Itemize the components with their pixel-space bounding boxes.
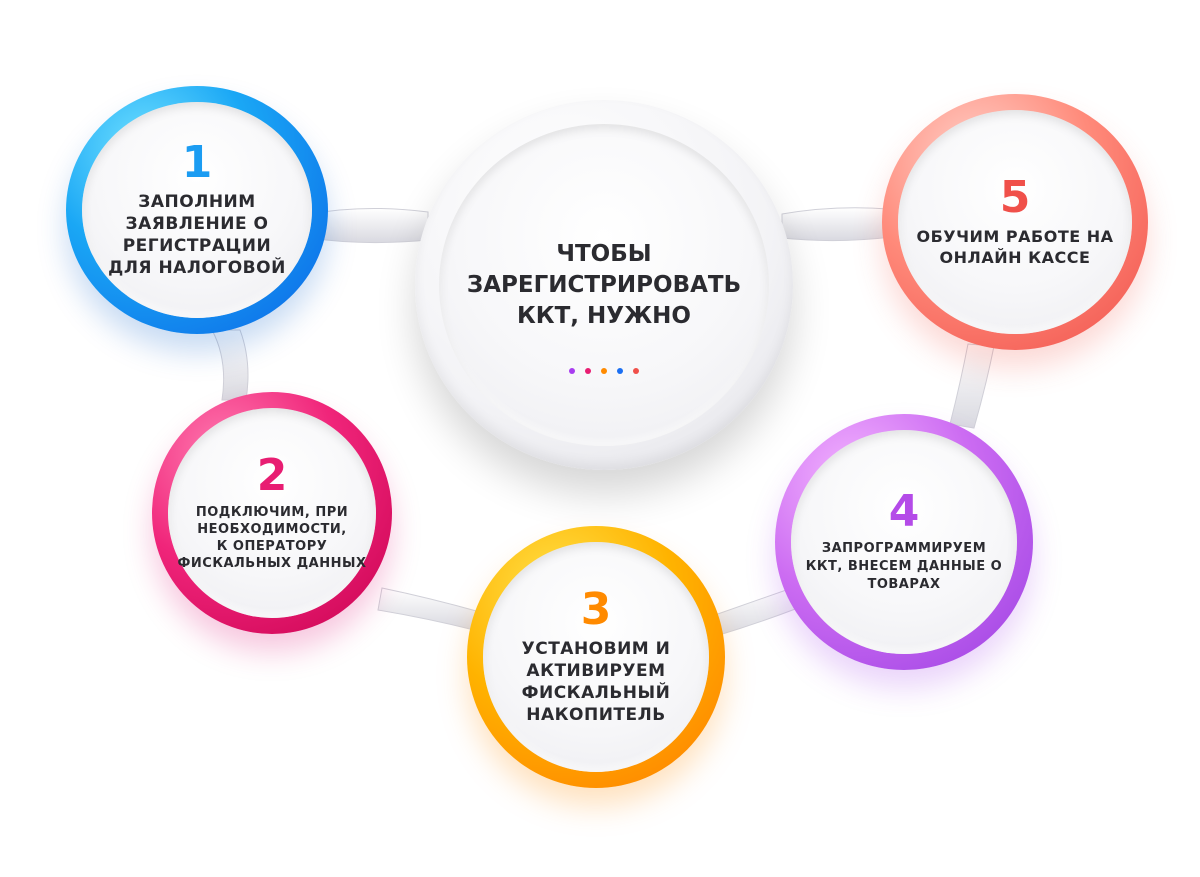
center-face: ЧТОБЫ ЗАРЕГИСТРИРОВАТЬ ККТ, НУЖНО <box>439 124 769 446</box>
dot <box>601 368 607 374</box>
step-2-text: ПОДКЛЮЧИМ, ПРИ НЕОБХОДИМОСТИ, К ОПЕРАТОР… <box>177 505 367 571</box>
dot <box>585 368 591 374</box>
dot <box>633 368 639 374</box>
center-dots <box>439 368 769 374</box>
step-3-text: УСТАНОВИМ И АКТИВИРУЕМ ФИСКАЛЬНЫЙ НАКОПИ… <box>521 639 671 725</box>
step-4-face: 4 ЗАПРОГРАММИРУЕМ ККТ, ВНЕСЕМ ДАННЫЕ О Т… <box>791 430 1017 654</box>
step-1-face: 1 ЗАПОЛНИМ ЗАЯВЛЕНИЕ О РЕГИСТРАЦИИ ДЛЯ Н… <box>82 102 312 318</box>
step-1-text: ЗАПОЛНИМ ЗАЯВЛЕНИЕ О РЕГИСТРАЦИИ ДЛЯ НАЛ… <box>108 192 286 278</box>
step-4-number: 4 <box>888 486 920 537</box>
step-4-circle: 4 ЗАПРОГРАММИРУЕМ ККТ, ВНЕСЕМ ДАННЫЕ О Т… <box>775 414 1033 670</box>
connector-1-2 <box>211 329 249 401</box>
connector-2-3 <box>377 587 481 631</box>
step-1-circle: 1 ЗАПОЛНИМ ЗАЯВЛЕНИЕ О РЕГИСТРАЦИИ ДЛЯ Н… <box>66 86 328 334</box>
center-circle: ЧТОБЫ ЗАРЕГИСТРИРОВАТЬ ККТ, НУЖНО <box>415 100 793 470</box>
connector-5-4 <box>949 343 995 429</box>
step-5-number: 5 <box>999 172 1031 223</box>
step-5-text: ОБУЧИМ РАБОТЕ НА ОНЛАЙН КАССЕ <box>916 227 1114 267</box>
step-3-circle: 3 УСТАНОВИМ И АКТИВИРУЕМ ФИСКАЛЬНЫЙ НАКО… <box>467 526 725 788</box>
step-3-face: 3 УСТАНОВИМ И АКТИВИРУЕМ ФИСКАЛЬНЫЙ НАКО… <box>483 542 709 772</box>
dot <box>569 368 575 374</box>
dot <box>617 368 623 374</box>
step-2-number: 2 <box>256 450 288 501</box>
step-5-face: 5 ОБУЧИМ РАБОТЕ НА ОНЛАЙН КАССЕ <box>898 110 1132 334</box>
step-1-number: 1 <box>181 137 213 188</box>
step-2-circle: 2 ПОДКЛЮЧИМ, ПРИ НЕОБХОДИМОСТИ, К ОПЕРАТ… <box>152 392 392 634</box>
center-title: ЧТОБЫ ЗАРЕГИСТРИРОВАТЬ ККТ, НУЖНО <box>466 240 742 329</box>
step-4-text: ЗАПРОГРАММИРУЕМ ККТ, ВНЕСЕМ ДАННЫЕ О ТОВ… <box>805 541 1003 592</box>
step-3-number: 3 <box>580 584 612 635</box>
step-2-face: 2 ПОДКЛЮЧИМ, ПРИ НЕОБХОДИМОСТИ, К ОПЕРАТ… <box>168 408 376 618</box>
connector-3-4 <box>711 587 799 637</box>
step-5-circle: 5 ОБУЧИМ РАБОТЕ НА ОНЛАЙН КАССЕ <box>882 94 1148 350</box>
